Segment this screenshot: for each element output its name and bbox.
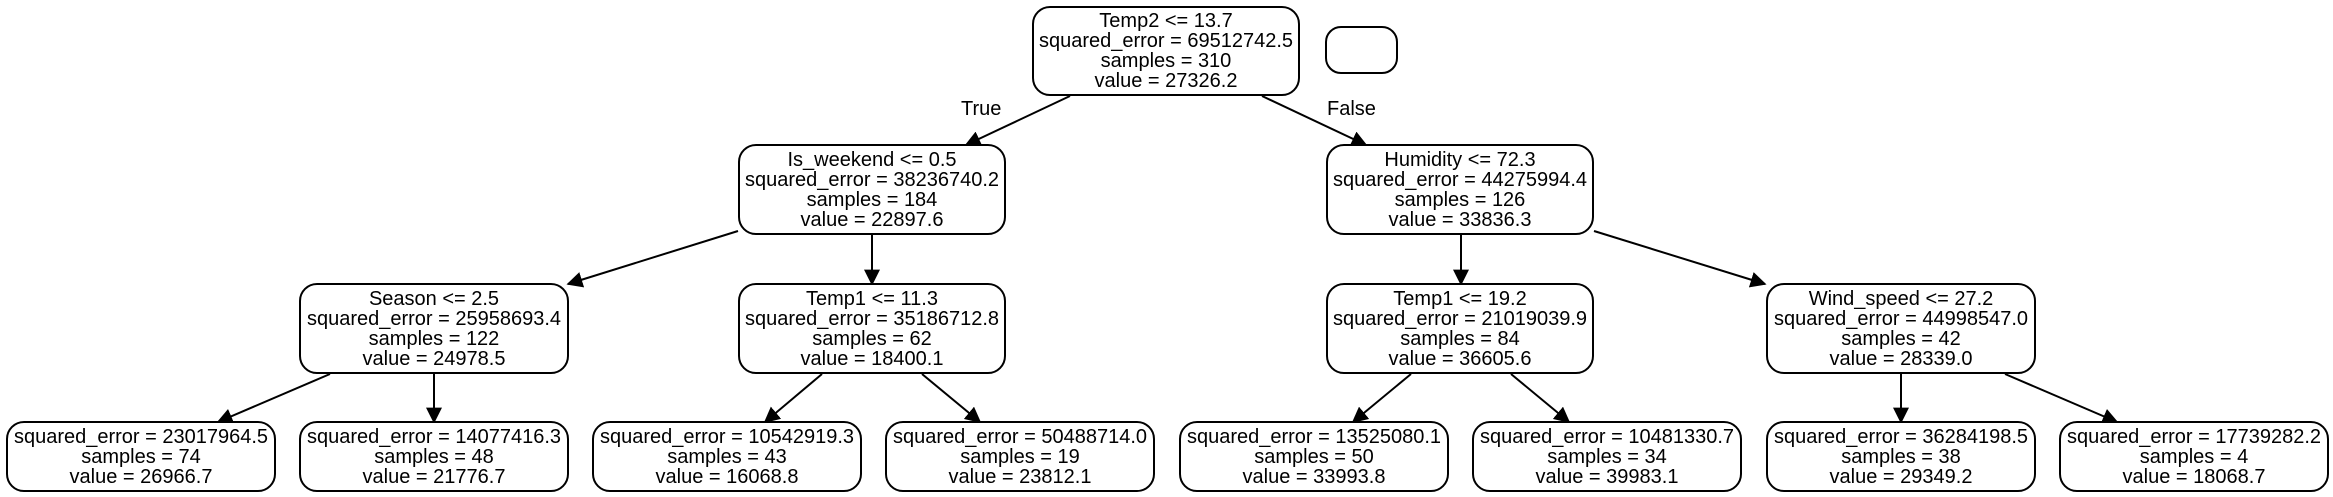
edge-root-right [1261,95,1368,147]
node-samples: samples = 42 [1841,327,1961,350]
node-value: value = 39983.1 [1535,465,1679,488]
edge-ll-lll [216,373,331,424]
node-value: value = 18068.7 [2122,465,2266,488]
node-samples: samples = 34 [1547,445,1667,468]
true-edge-label: True [961,98,1002,120]
edge-rl-rlr [1510,373,1571,424]
tree-node-left: Is_weekend <= 0.5 squared_error = 382367… [738,144,1006,235]
node-squared-error: squared_error = 69512742.5 [1038,30,1294,52]
node-value: value = 29349.2 [1829,465,1973,488]
tree-node-rr: Wind_speed <= 27.2 squared_error = 44998… [1766,283,2036,374]
node-samples: samples = 50 [1254,445,1374,468]
node-squared-error: squared_error = 13525080.1 [1186,425,1442,448]
node-samples: samples = 184 [806,188,938,211]
node-squared-error: squared_error = 36284198.5 [1773,425,2029,448]
node-value: value = 21776.7 [362,465,506,488]
tree-node-lr: Temp1 <= 11.3 squared_error = 35186712.8… [738,283,1006,374]
node-value: value = 33836.3 [1388,208,1532,231]
node-split: Temp1 <= 11.3 [806,287,938,310]
node-value: value = 16068.8 [655,465,799,488]
node-squared-error: squared_error = 14077416.3 [306,425,562,448]
node-squared-error: squared_error = 21019039.9 [1332,307,1588,330]
edge-left-ll [566,230,739,288]
node-samples: samples = 84 [1400,327,1520,350]
edge-rl-rll [1351,373,1412,424]
tree-leaf-rlr: squared_error = 10481330.7 samples = 34 … [1472,421,1742,492]
tree-leaf-rrl: squared_error = 36284198.5 samples = 38 … [1766,421,2036,492]
tree-leaf-rll: squared_error = 13525080.1 samples = 50 … [1179,421,1449,492]
node-split: Humidity <= 72.3 [1384,148,1536,171]
node-samples: samples = 19 [960,445,1080,468]
node-value: value = 27326.2 [1094,70,1238,92]
node-samples: samples = 48 [374,445,494,468]
tree-node-ll: Season <= 2.5 squared_error = 25958693.4… [299,283,569,374]
node-split: Is_weekend <= 0.5 [787,148,957,171]
node-samples: samples = 38 [1841,445,1961,468]
node-samples: samples = 4 [2139,445,2249,468]
node-squared-error: squared_error = 25958693.4 [306,307,562,330]
edge-rr-rrr [2004,373,2119,424]
false-edge-label: False [1327,98,1376,120]
node-squared-error: squared_error = 10542919.3 [599,425,855,448]
node-value: value = 26966.7 [69,465,213,488]
edge-lr-lrr [921,373,982,424]
node-samples: samples = 126 [1394,188,1526,211]
node-squared-error: squared_error = 23017964.5 [13,425,269,448]
tree-node-right: Humidity <= 72.3 squared_error = 4427599… [1326,144,1594,235]
edge-right-rr [1593,230,1767,288]
node-samples: samples = 122 [368,327,500,350]
tree-node-root: Temp2 <= 13.7 squared_error = 69512742.5… [1032,6,1300,96]
node-squared-error: squared_error = 38236740.2 [744,168,1000,191]
node-value: value = 23812.1 [948,465,1092,488]
tree-leaf-lrr: squared_error = 50488714.0 samples = 19 … [885,421,1155,492]
node-squared-error: squared_error = 17739282.2 [2066,425,2322,448]
node-samples: samples = 62 [812,327,932,350]
node-value: value = 33993.8 [1242,465,1386,488]
node-squared-error: squared_error = 50488714.0 [892,425,1148,448]
node-value: value = 24978.5 [362,347,506,370]
node-samples: samples = 310 [1100,50,1232,72]
node-value: value = 28339.0 [1829,347,1973,370]
node-squared-error: squared_error = 35186712.8 [744,307,1000,330]
tree-leaf-llr: squared_error = 14077416.3 samples = 48 … [299,421,569,492]
node-value: value = 36605.6 [1388,347,1532,370]
node-split: Season <= 2.5 [368,287,500,310]
node-value: value = 22897.6 [800,208,944,231]
empty-legend-box [1325,26,1398,74]
node-split: Temp2 <= 13.7 [1099,10,1233,32]
edge-lr-lrl [763,373,823,424]
tree-node-rl: Temp1 <= 19.2 squared_error = 21019039.9… [1326,283,1594,374]
tree-leaf-lrl: squared_error = 10542919.3 samples = 43 … [592,421,862,492]
node-samples: samples = 43 [667,445,787,468]
tree-leaf-lll: squared_error = 23017964.5 samples = 74 … [6,421,276,492]
node-squared-error: squared_error = 44998547.0 [1773,307,2029,330]
node-squared-error: squared_error = 44275994.4 [1332,168,1588,191]
node-squared-error: squared_error = 10481330.7 [1479,425,1735,448]
tree-leaf-rrr: squared_error = 17739282.2 samples = 4 v… [2059,421,2329,492]
node-samples: samples = 74 [81,445,201,468]
node-split: Temp1 <= 19.2 [1393,287,1527,310]
node-split: Wind_speed <= 27.2 [1808,287,1994,310]
node-value: value = 18400.1 [800,347,944,370]
edge-root-left [964,95,1071,147]
